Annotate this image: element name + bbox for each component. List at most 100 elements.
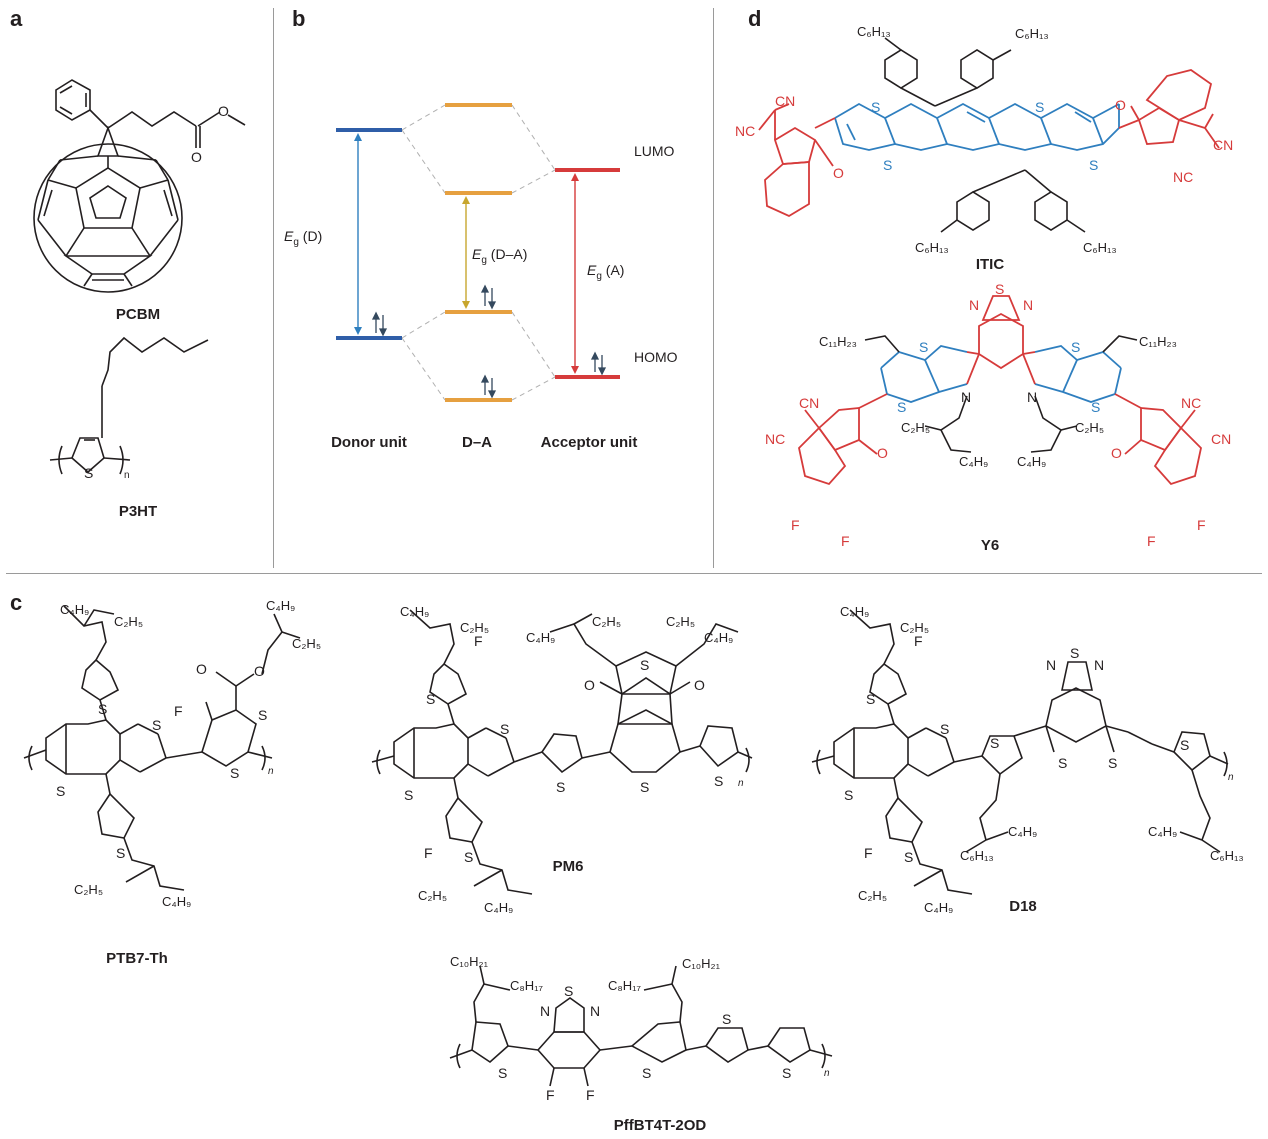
y6-s-thiadiazole: S — [995, 281, 1004, 297]
d18-s3: S — [844, 787, 853, 803]
pm6-c2h5-1: C₂H₅ — [460, 620, 489, 635]
p3ht-structure: S n — [49, 336, 209, 481]
ptb7-s4: S — [230, 765, 239, 781]
pm6-o2: O — [694, 677, 705, 693]
y6-cn-1: CN — [799, 395, 819, 411]
y6-f-3: F — [1147, 533, 1156, 549]
pff-c10h21-2: C₁₀H₂₁ — [682, 956, 721, 971]
pm6-f1: F — [474, 633, 483, 649]
ptb7th-label: PTB7-Th — [106, 950, 168, 967]
d18-f1: F — [914, 633, 923, 649]
y6-f-1: F — [791, 517, 800, 533]
d18-s8: S — [1180, 737, 1189, 753]
itic-o-2: O — [1115, 97, 1126, 113]
itic-cn-2: CN — [1213, 137, 1233, 153]
d18-s1: S — [866, 691, 875, 707]
pm6-o1: O — [584, 677, 595, 693]
y6-f-2: F — [841, 533, 850, 549]
pff-c8h17-2: C₈H₁₇ — [608, 978, 642, 993]
eg-a-label: E — [587, 262, 597, 278]
pff-s1: S — [498, 1065, 507, 1081]
d18-c4h9-4: C₄H₉ — [924, 900, 953, 915]
pm6-c4h9-1: C₄H₉ — [400, 604, 429, 619]
itic-structure: S S S S C₆H₁₃ C₆H₁₃ C₆H₁₃ C₆H₁₃ CN — [735, 24, 1233, 255]
itic-s4: S — [1089, 157, 1098, 173]
d18-c2h5-2: C₂H₅ — [858, 888, 887, 903]
y6-o-1: O — [877, 445, 888, 461]
ptb7-o1: O — [196, 661, 207, 677]
itic-c6h13-1: C₆H₁₃ — [857, 24, 891, 39]
y6-side-chains — [864, 335, 1138, 453]
pm6-structure: S S S S S S S S F F O O C₄H₉ C₂H₅ C₄H₉ C… — [371, 604, 753, 915]
y6-s3: S — [1071, 339, 1080, 355]
pm6-s1: S — [426, 691, 435, 707]
pm6-c2h5-2: C₂H₅ — [592, 614, 621, 629]
dash-acc-homo-2 — [511, 376, 556, 401]
y6-n1: N — [969, 297, 979, 313]
dash-acc-lumo-2 — [511, 169, 556, 194]
y6-c2h5-1: C₂H₅ — [901, 420, 930, 435]
d18-structure: S S S S S S S S S N N F F C₄H₉ C₂H₅ C₄H₉… — [811, 604, 1244, 915]
d18-s5: S — [1070, 645, 1079, 661]
y6-nc-2: NC — [1181, 395, 1201, 411]
eg-d-arg: (D) — [299, 228, 322, 244]
pff-s4: S — [782, 1065, 791, 1081]
d18-c4h9-2: C₄H₉ — [1008, 824, 1037, 839]
y6-o-2: O — [1111, 445, 1122, 461]
itic-core — [834, 102, 1120, 151]
y6-core-red — [966, 295, 1036, 385]
ptb7-s2: S — [152, 717, 161, 733]
dash-donor-homo-2 — [401, 337, 446, 401]
y6-c2h5-2: C₂H₅ — [1075, 420, 1104, 435]
pcbm-o-carbonyl: O — [191, 149, 202, 165]
eg-da-arg: (D–A) — [487, 246, 527, 262]
eg-da-sub: g — [481, 255, 487, 266]
ptb7-s6: S — [258, 707, 267, 723]
itic-c6h13-3: C₆H₁₃ — [915, 240, 949, 255]
donor-unit-label: Donor unit — [331, 434, 407, 451]
itic-nc-2: NC — [1173, 169, 1193, 185]
pff-n2: N — [590, 1003, 600, 1019]
itic-nc-1: NC — [735, 123, 755, 139]
pcbm-label: PCBM — [115, 306, 161, 323]
d18-s7: S — [1108, 755, 1117, 771]
pm6-s7: S — [714, 773, 723, 789]
energy-level-diagram: Eg (D) Eg (D–A) Eg (A) LUMO HOMO — [284, 103, 678, 402]
eg-a-arg: (A) — [602, 262, 625, 278]
divider-top-bottom — [6, 573, 1262, 574]
d18-n2: N — [1094, 657, 1104, 673]
pff-n1: N — [540, 1003, 550, 1019]
pm6-f2: F — [424, 845, 433, 861]
y6-s4: S — [1091, 399, 1100, 415]
itic-s2: S — [883, 157, 892, 173]
pm6-c4h9-4: C₄H₉ — [484, 900, 513, 915]
y6-c4h9-2: C₄H₉ — [1017, 454, 1046, 469]
ptb7-o2: O — [254, 663, 265, 679]
d18-n1: N — [1046, 657, 1056, 673]
pff-f1: F — [546, 1087, 555, 1103]
pff-s-td: S — [564, 983, 573, 999]
pff-c8h17-1: C₈H₁₇ — [510, 978, 544, 993]
pff-n: n — [824, 1068, 830, 1079]
electron-pair-acceptor — [590, 351, 607, 376]
d18-s6: S — [1058, 755, 1067, 771]
ptb7th-structure: S S S S S S F O O C₄H₉ C₂H₅ C₄H₉ C₂H₅ C₂… — [23, 598, 321, 909]
y6-nc-1: NC — [765, 431, 785, 447]
dash-acc-homo — [511, 311, 556, 378]
y6-structure: S S S S S N N N N C₁₁H₂₃ C₁₁H₂₃ C₂H₅ C₄H… — [765, 281, 1231, 549]
y6-s2: S — [897, 399, 906, 415]
y6-cn-2: CN — [1211, 431, 1231, 447]
d18-label: D18 — [1009, 898, 1037, 915]
p3ht-label: P3HT — [118, 503, 158, 520]
svg-text:Eg (D): Eg (D) — [284, 228, 322, 248]
ptb7-c4h9-1: C₄H₉ — [60, 602, 89, 617]
pm6-s4: S — [556, 779, 565, 795]
ptb7-c2h5-2: C₂H₅ — [292, 636, 321, 651]
ptb7-s3: S — [56, 783, 65, 799]
itic-label: ITIC — [975, 256, 1005, 273]
itic-o-1: O — [833, 165, 844, 181]
pcbm-structure: O O — [33, 79, 246, 293]
divider-a-b — [273, 8, 274, 568]
pm6-s6: S — [640, 779, 649, 795]
y6-end-groups — [798, 393, 1202, 486]
